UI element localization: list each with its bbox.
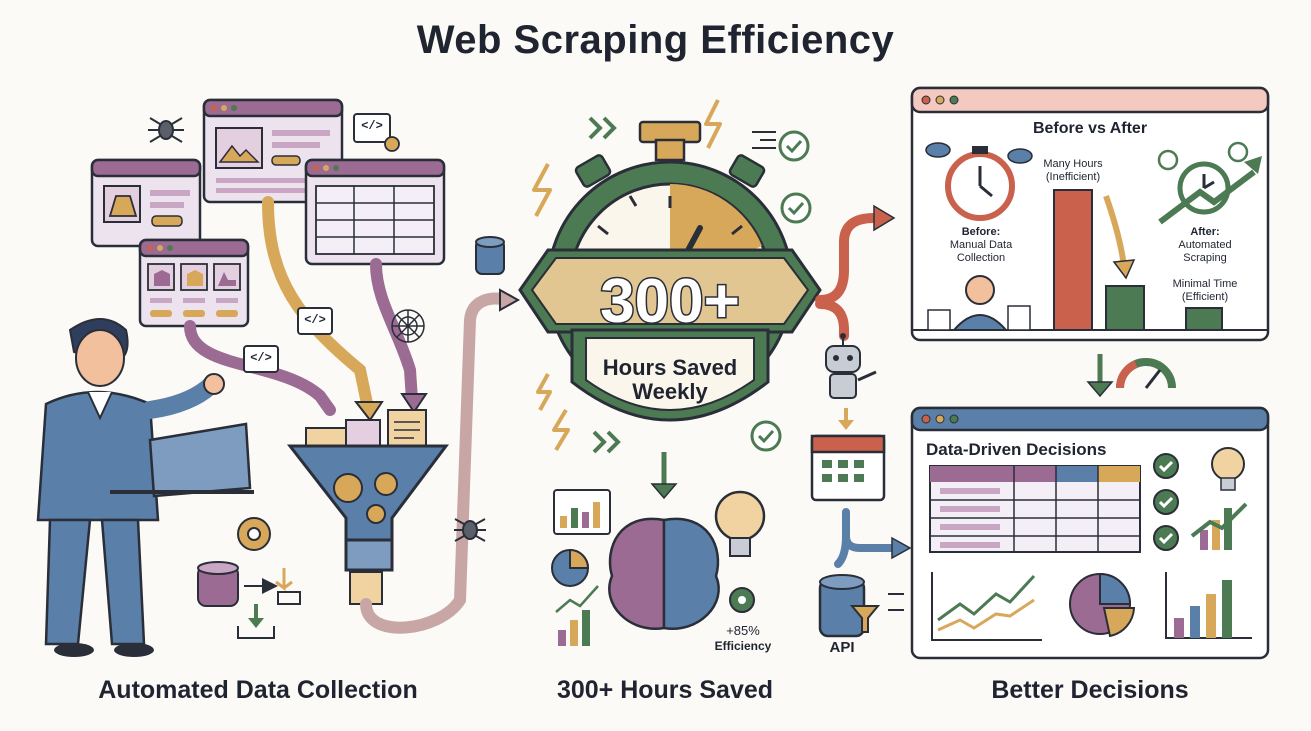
pie-chart-icon xyxy=(551,548,590,587)
page-title: Web Scraping Efficiency xyxy=(416,18,895,62)
decision-check-icons xyxy=(1153,453,1179,551)
browser-window-shop xyxy=(90,158,202,248)
caption-left: Automated Data Collection xyxy=(98,676,418,704)
download-tray-icon xyxy=(237,604,275,639)
before-bar xyxy=(1053,189,1093,331)
before-label-1: Before: xyxy=(961,226,1001,238)
decision-bar-icon xyxy=(1165,572,1252,639)
after-label-1: After: xyxy=(1190,226,1220,238)
code-tag-box-1 xyxy=(297,307,333,335)
spiderweb-icon xyxy=(391,309,425,343)
after-bar xyxy=(1105,285,1145,331)
flow-arrowhead-purple xyxy=(400,393,428,414)
decision-growth-icon xyxy=(1190,502,1248,550)
efficiency-value: +85% xyxy=(726,623,760,638)
after-label-3: Scraping xyxy=(1183,252,1227,264)
flow-arrowhead-gold xyxy=(353,401,384,422)
code-tag-box-2 xyxy=(243,345,279,373)
after-label-2: Automated xyxy=(1178,239,1232,251)
lightning-icons xyxy=(532,99,722,452)
after-stopwatch-icon xyxy=(1157,141,1262,225)
efficiency-label: Efficiency xyxy=(714,639,772,653)
growth-bar-icon xyxy=(555,585,599,646)
spider-icon-2 xyxy=(454,518,486,542)
efficient-label: (Efficient) xyxy=(1181,291,1229,303)
api-label: API xyxy=(829,639,855,656)
minimal-time-label: Minimal Time xyxy=(1172,278,1238,290)
decision-pie-icon xyxy=(1069,572,1136,638)
gear-icon xyxy=(237,517,271,551)
fast-forward-icons xyxy=(588,116,621,454)
database-icon-left xyxy=(197,561,239,607)
businessman-figure xyxy=(36,318,254,657)
gauge-icon xyxy=(1116,358,1176,389)
minimal-time-bar xyxy=(1185,307,1223,331)
browser-window-clothing xyxy=(138,238,250,328)
check-circle-icons xyxy=(750,130,812,452)
before-after-title: Before vs After xyxy=(1032,120,1148,137)
inefficient-label: (Inefficient) xyxy=(1045,171,1101,183)
spider-icon xyxy=(148,117,184,143)
caption-right: Better Decisions xyxy=(991,676,1189,704)
code-tag-label-2: </> xyxy=(304,313,326,327)
decisions-title: Data-Driven Decisions xyxy=(926,440,1107,459)
red-arrow-up xyxy=(815,213,879,305)
stressed-worker-icon xyxy=(927,275,1031,331)
flow-line-to-stopwatch xyxy=(360,292,514,634)
storm-cloud-icons xyxy=(925,142,1033,164)
decision-lightbulb-icon xyxy=(1211,447,1245,491)
brain-icon xyxy=(608,517,720,631)
browser-window-table xyxy=(304,158,446,266)
big-number-text: 300+ xyxy=(600,267,740,336)
many-hours-label: Many Hours xyxy=(1043,158,1103,170)
line-chart-icon xyxy=(931,572,1042,641)
code-tag-label-3: </> xyxy=(250,351,272,365)
caption-middle: 300+ Hours Saved xyxy=(556,676,774,704)
badge-subtitle-2: Weekly xyxy=(632,379,708,404)
code-tag-label-1: </> xyxy=(361,119,383,133)
decisions-table xyxy=(929,465,1141,553)
badge-subtitle-1: Hours Saved xyxy=(602,355,738,380)
lightbulb-icon xyxy=(714,490,766,557)
code-tag-gear-icon xyxy=(353,113,400,152)
before-label-2: Manual Data xyxy=(949,239,1013,251)
flow-arrowhead-pink xyxy=(499,288,521,312)
robot-icon xyxy=(825,333,877,399)
before-label-3: Collection xyxy=(956,252,1006,264)
calendar-icon xyxy=(810,434,886,502)
hours-saved-badge xyxy=(518,248,822,422)
bar-chart-window-icon xyxy=(553,489,611,535)
data-funnel xyxy=(286,444,449,572)
download-arrow-icon xyxy=(275,568,293,591)
api-database-icon xyxy=(818,574,904,638)
gear-icon-middle xyxy=(729,587,755,613)
before-clock-icon xyxy=(945,146,1015,221)
blue-arrow-to-decisions xyxy=(842,508,900,552)
database-icon-top xyxy=(475,236,505,275)
